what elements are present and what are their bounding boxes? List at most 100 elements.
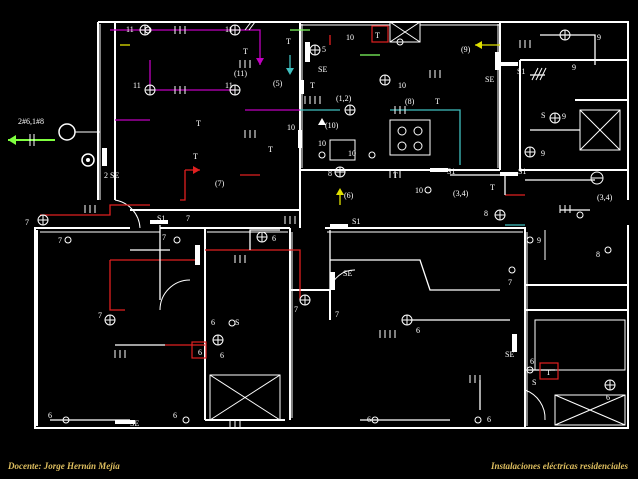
circuit-label: 10 <box>415 186 423 195</box>
walls <box>34 21 629 429</box>
main-panel <box>102 148 107 166</box>
circuit-label: (3,4) <box>453 189 469 198</box>
t-label: T <box>286 37 291 46</box>
circuit-label: 6 <box>487 415 491 424</box>
light-icon <box>309 44 321 56</box>
circuit-label: 6 <box>173 411 177 420</box>
circuit-label: (5) <box>273 79 283 88</box>
light-icon <box>590 171 604 185</box>
se-label: SE <box>343 269 352 278</box>
outlet-icon <box>604 246 612 254</box>
circuit-label: 6 <box>416 326 420 335</box>
circuit-label: 11 <box>126 25 134 34</box>
lights <box>37 24 616 391</box>
t-label: T <box>243 47 248 56</box>
circuit-label: 6 <box>606 393 610 402</box>
panel-label: 2 SE <box>104 171 119 180</box>
outlet-icon <box>526 366 534 374</box>
circuit-label: (10) <box>325 121 339 130</box>
outlet-icon <box>144 26 152 34</box>
light-icon <box>37 214 49 226</box>
circuit-label: 9 <box>597 33 601 42</box>
circuit-label: 7 <box>58 236 62 245</box>
light-icon <box>604 379 616 391</box>
circuits <box>40 29 596 421</box>
panel-se-3 <box>330 272 335 290</box>
circuit-label: 10 <box>398 81 406 90</box>
s-label: S <box>541 111 545 120</box>
switch-s1-c <box>500 172 518 176</box>
s1-label: S1 <box>447 167 455 176</box>
circuit-label: 10 <box>348 149 356 158</box>
circuit-label: 6 <box>367 415 371 424</box>
t-label: T <box>310 81 315 90</box>
circuit-label: (1,2) <box>336 94 352 103</box>
t-label: T <box>546 368 551 377</box>
circuit-label: 6 <box>272 234 276 243</box>
outlet-icon <box>318 151 326 159</box>
light-icon <box>334 166 346 178</box>
panel-se-1 <box>305 42 310 62</box>
switch-s1-a <box>150 220 168 224</box>
circuit-label: 10 <box>318 139 326 148</box>
se-label: SE <box>130 419 139 428</box>
light-icon <box>256 231 268 243</box>
hatch <box>244 21 547 81</box>
circuit-label: 5 <box>322 45 326 54</box>
light-icon <box>212 334 224 346</box>
outlet-icon <box>526 236 534 244</box>
circuit-label: 8 <box>596 250 600 259</box>
circuit-label: 11 <box>133 81 141 90</box>
outlet-icon <box>173 236 181 244</box>
light-icon <box>379 74 391 86</box>
s1-label: S1 <box>517 67 525 76</box>
light-icon <box>229 84 241 96</box>
t-label: T <box>193 152 198 161</box>
circuit-label: (9) <box>461 45 471 54</box>
s1-label: S1 <box>157 214 165 223</box>
circuit-label: 10 <box>287 123 295 132</box>
t-label: T <box>393 171 398 180</box>
circuit-label: 6 <box>530 357 534 366</box>
light-icon <box>559 29 571 41</box>
outlet-icon <box>474 416 482 424</box>
s1-label: S1 <box>352 217 360 226</box>
circuit-label: 6 <box>220 351 224 360</box>
circuit-label: 9 <box>572 63 576 72</box>
s1-label: S1 <box>518 167 526 176</box>
circuit-label: (6) <box>344 191 354 200</box>
circuit-label: 6 <box>48 411 52 420</box>
outlets <box>62 26 612 424</box>
circuit-label: 7 <box>335 310 339 319</box>
t-label: T <box>196 119 201 128</box>
panel-se-4 <box>512 334 517 352</box>
circuit-label: 11 <box>225 81 233 90</box>
light-icon <box>344 104 356 116</box>
t-label: T <box>375 31 380 40</box>
service-feed <box>8 123 100 167</box>
circuit-label: 10 <box>346 33 354 42</box>
outlet-icon <box>424 186 432 194</box>
circuit-label: (8) <box>405 97 415 106</box>
outlet-icon <box>368 151 376 159</box>
circuit-label: 9 <box>541 149 545 158</box>
circuit-label: 7 <box>508 278 512 287</box>
footer-left: Docente: Jorge Hernán Mejía <box>8 461 120 471</box>
circuit-label: 6 <box>211 318 215 327</box>
circuit-label: 7 <box>294 305 298 314</box>
s-label: S <box>235 318 239 327</box>
light-icon <box>229 24 241 36</box>
red-boxes <box>191 25 559 380</box>
light-icon <box>524 146 536 158</box>
circuit-label: 9 <box>562 112 566 121</box>
outlet-icon <box>64 236 72 244</box>
light-icon <box>549 112 561 124</box>
ground-icon <box>81 153 95 167</box>
outlet-icon <box>508 266 516 274</box>
outlet-icon <box>228 319 236 327</box>
circuit-label: 11 <box>225 25 233 34</box>
plan-labels: 2#6,1#8 2 SE 11 11 11 11 (11) T T T T T … <box>18 25 613 428</box>
door-arcs <box>114 199 546 421</box>
